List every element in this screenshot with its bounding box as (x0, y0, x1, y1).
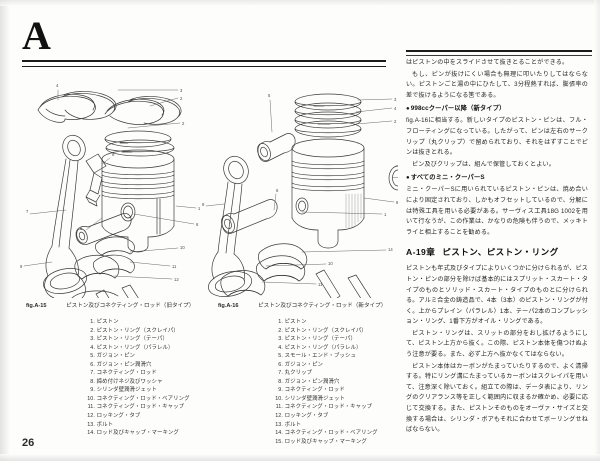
list-item: 7. コネクティング・ロッド (90, 370, 157, 377)
svg-text:5: 5 (80, 226, 83, 231)
svg-text:6: 6 (196, 222, 199, 227)
list-item: 3. ピストン・リング（テーパ） (90, 336, 168, 343)
svg-text:10: 10 (180, 245, 185, 250)
chapter-heading-number: A-19章 (406, 247, 436, 258)
list-item: 11. コネクティング・ロッド・キャップ (87, 404, 185, 411)
list-item: 11. コネクティング・ロッド・キャップ (275, 404, 373, 411)
list-item: 8. 締め付けネジ及びワッシャ (90, 378, 163, 385)
list-item: 4. ピストン・リング（パラレル） (278, 344, 362, 351)
svg-text:2: 2 (180, 96, 183, 101)
list-item: 7. 丸クリップ (278, 370, 313, 377)
list-item: 5. スモール・エンド・ブッシュ (278, 353, 356, 360)
svg-text:14: 14 (388, 247, 393, 252)
figure-caption-text-a15: ピストン及びコネクティング・ロッド（旧タイプ） (66, 303, 195, 309)
paragraph-3: fig.A-16に相当する。新しいタイプのピストン・ピンは、フル・フローティング… (406, 117, 588, 157)
legend-a16: 1. ピストン 2. ピストン・リング（スクレイパ） 3. ピストン・リング（テ… (272, 318, 378, 446)
figure-caption-a15: fig.A-15 ピストン及びコネクティング・ロッド（旧タイプ） (26, 302, 194, 310)
list-item: 6. ガジョン・ピン潤滑穴 (90, 361, 152, 368)
svg-text:2: 2 (394, 119, 397, 124)
svg-text:2: 2 (182, 121, 185, 126)
svg-text:11: 11 (318, 282, 323, 287)
svg-text:1: 1 (384, 212, 387, 217)
svg-text:11: 11 (172, 264, 177, 269)
list-item: 14. ロッド及びキャップ・マーキング (87, 430, 179, 437)
list-item: 2. ピストン・リング（スクレイパ） (90, 327, 179, 334)
list-item: 13. ボルト (87, 421, 114, 428)
header-rule (22, 60, 386, 67)
chapter-letter: A (22, 13, 51, 58)
figure-caption-a16: fig.A-16 ピストン及びコネクティング・ロッド（新タイプ） (218, 302, 386, 310)
list-item: 3. ピストン・リング（テーパ） (278, 336, 356, 343)
paragraph-8: ピストン本体はカーボンがたまっていたりするので、よく清掃する。特にリング溝にたま… (406, 362, 588, 434)
scan-edge-left (0, 0, 10, 461)
svg-text:3: 3 (394, 97, 397, 102)
svg-text:8: 8 (396, 200, 398, 205)
chapter-heading-title: ピストン、ピストン・リング (442, 247, 559, 258)
list-item: 9. コネクティング・ロッド (278, 387, 345, 394)
svg-text:4: 4 (56, 83, 59, 88)
svg-text:5: 5 (268, 93, 271, 98)
list-item: 10. コネクティング・ロッド・ベアリング (87, 395, 190, 402)
list-item: 13. ボルト (275, 421, 302, 428)
figure-a15-artwork: 4 3 2 2 1 6 7 8 5 9 10 11 12 (20, 83, 201, 298)
svg-text:6: 6 (276, 188, 279, 193)
paragraph-4: ピン及びクリップは、組んで保管しておくとよい。 (412, 160, 555, 168)
list-item: 12. ロッキング・タブ (275, 413, 329, 420)
list-item: 10. シリンダ壁潤滑ジェット (275, 395, 346, 402)
list-item: 12. ロッキング・タブ (87, 413, 141, 420)
legend-a15: 1. ピストン 2. ピストン・リング（スクレイパ） 3. ピストン・リング（テ… (84, 318, 190, 438)
list-item: 9. シリンダ壁潤滑ジェット (90, 387, 158, 394)
chapter-heading: A-19章ピストン、ピストン・リング (406, 245, 588, 260)
figure-column: 4 3 2 2 1 6 7 8 5 9 10 11 12 (10, 66, 398, 446)
bullet-icon: ● (406, 106, 410, 113)
svg-text:9: 9 (202, 202, 205, 207)
paragraph-5: ミニ・クーパーSに用いられているピストン・ピンは、焼め合いにより固定されており、… (406, 186, 588, 236)
list-item: 2. ピストン・リング（スクレイパ） (278, 327, 367, 334)
svg-text:1: 1 (198, 206, 201, 211)
list-item: 6. ガジョン・ピン (278, 361, 324, 368)
figure-a16-artwork: 3 4 2 5 7 8 1 9 6 14 10 11 12 (202, 93, 398, 298)
figure-captions: fig.A-15 ピストン及びコネクティング・ロッド（旧タイプ） fig.A-16… (10, 302, 398, 314)
subheading-cooper: ●998ccクーパー以降（新タイプ） (406, 105, 506, 113)
paragraph-top: はピストンの中をスライドさせて抜きとることができる。 (406, 59, 569, 66)
svg-text:3: 3 (180, 88, 183, 93)
svg-text:12: 12 (174, 277, 179, 282)
svg-text:4: 4 (394, 106, 397, 111)
exploded-diagrams: 4 3 2 2 1 6 7 8 5 9 10 11 12 (10, 66, 398, 298)
paragraph-2: もし、ピンが抜けにくい場合も無理に叩いたりしてはならない。ピストンごと湯の中にひ… (406, 70, 588, 99)
list-item: 1. ピストン (278, 319, 307, 325)
figure-id-a15: fig.A-15 (26, 303, 47, 309)
svg-text:9: 9 (20, 264, 23, 269)
paragraph-6: ピストンも年式及びタイプによりいくつかに分けられるが、ピストン・ピンの部分を除け… (406, 265, 588, 326)
list-item: 5. ガジョン・ピン (90, 353, 136, 360)
subheading-cooper-s: ●すべてのミニ・クーパーS (406, 174, 485, 182)
text-column: はピストンの中をスライドさせて抜きとることができる。 もし、ピンが抜けにくい場合… (406, 44, 588, 448)
list-item: 1. ピストン (90, 319, 119, 325)
figure-caption-text-a16: ピストン及びコネクティング・ロッド（新タイプ） (258, 303, 387, 309)
figure-id-a16: fig.A-16 (218, 303, 239, 309)
svg-text:8: 8 (112, 152, 115, 157)
svg-text:7: 7 (26, 209, 29, 214)
figure-legends: 1. ピストン 2. ピストン・リング（スクレイパ） 3. ピストン・リング（テ… (10, 318, 398, 446)
scan-edge-right (594, 0, 600, 461)
text-column-rule (406, 50, 592, 56)
list-item: 15. ロッド及びキャップ・マーキング (275, 438, 367, 445)
paragraph-7: ピストン・リングは、スリットの部分をおし拡げるようにして、ピストン上方から抜く。… (406, 329, 588, 359)
page-number: 26 (22, 437, 35, 449)
scan-edge-top (0, 0, 600, 6)
list-item: 4. ピストン・リング（パラレル） (90, 344, 174, 351)
bullet-icon: ● (406, 175, 410, 182)
list-item: 14. コネクティング・ロッド・ベアリング (275, 430, 378, 437)
svg-text:10: 10 (328, 261, 333, 266)
scan-edge-bottom (0, 454, 600, 461)
list-item: 8. ガジョン・ピン潤滑穴 (278, 378, 340, 385)
